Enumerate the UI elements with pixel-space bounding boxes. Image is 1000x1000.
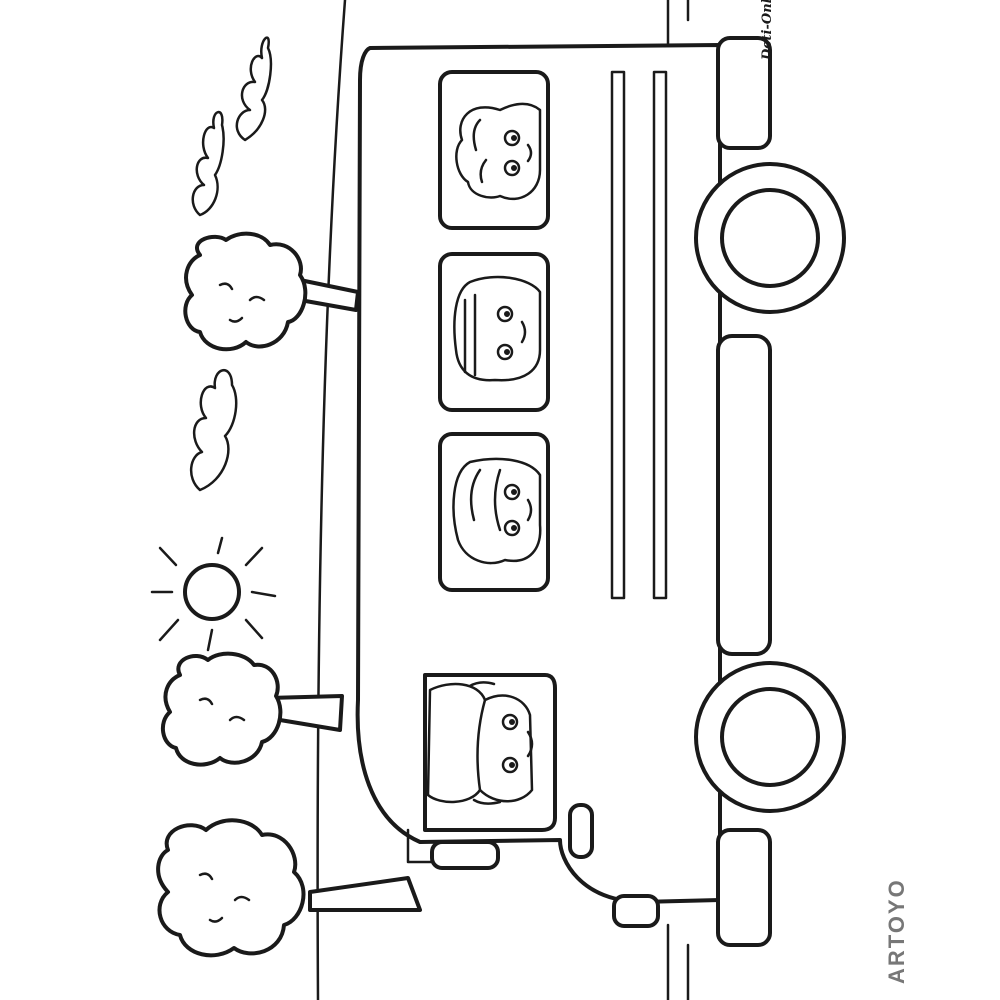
front-bumper — [716, 828, 772, 947]
passenger-window — [438, 70, 550, 230]
passenger-window — [438, 252, 550, 412]
headlight — [612, 894, 660, 928]
rear-bumper — [716, 36, 772, 150]
wheel-icon — [694, 162, 846, 314]
cloud-icon — [191, 111, 225, 217]
door-handle — [568, 803, 594, 859]
wheel-icon — [694, 661, 846, 813]
brand-watermark: ARTOYO — [884, 878, 909, 984]
mirror — [430, 840, 500, 870]
cloud-icon — [235, 36, 273, 142]
passenger-window — [438, 432, 550, 592]
tree-icon — [160, 651, 344, 767]
tree-icon — [156, 818, 422, 958]
roof-stripe — [652, 70, 668, 600]
roof-stripe — [610, 70, 626, 600]
ground-line — [316, 0, 347, 1000]
tree-icon — [183, 231, 360, 352]
sun-icon — [150, 536, 277, 652]
driver-window — [423, 673, 557, 832]
site-watermark: Deti-Online.com — [760, 0, 775, 60]
middle-bumper — [716, 334, 772, 656]
cloud-icon — [190, 368, 238, 492]
mirror-arm — [406, 828, 434, 864]
